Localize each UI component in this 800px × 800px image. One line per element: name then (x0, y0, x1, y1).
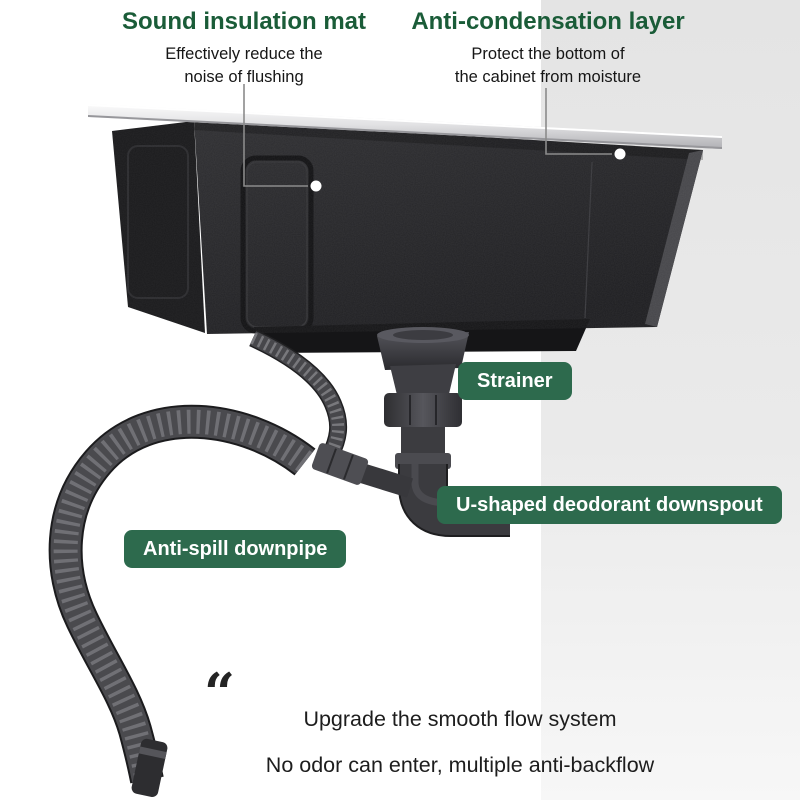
footer-slogan: Upgrade the smooth flow system No odor c… (120, 706, 800, 779)
callout-sound-insulation: Sound insulation mat Effectively reduce … (112, 8, 376, 89)
subtitle-line: Protect the bottom of (471, 44, 625, 63)
badge-anti-spill-downpipe: Anti-spill downpipe (124, 530, 347, 568)
callout-lines (243, 84, 626, 192)
callout-dot-left (310, 180, 322, 192)
callout-title-anti-condensation: Anti-condensation layer (411, 8, 685, 35)
badge-u-shaped-downspout: U-shaped deodorant downspout (437, 486, 782, 524)
large-corrugated-hose (48, 404, 316, 797)
callout-subtitle-sound-insulation: Effectively reduce the noise of flushing (112, 43, 376, 90)
sink-body (112, 120, 703, 353)
slogan-line-2: No odor can enter, multiple anti-backflo… (265, 752, 655, 777)
counter-rim (88, 104, 722, 149)
subtitle-line: the cabinet from moisture (454, 68, 642, 87)
callout-title-sound-insulation: Sound insulation mat (122, 8, 366, 35)
slogan-line-1: Upgrade the smooth flow system (303, 707, 617, 731)
hose-connector (311, 443, 413, 498)
quote-mark: “ (204, 661, 236, 725)
hose-nozzle (131, 738, 168, 797)
subtitle-line: noise of flushing (184, 68, 304, 87)
small-corrugated-hose (249, 329, 348, 461)
subtitle-line: Effectively reduce the (165, 44, 323, 63)
callout-dot-right (614, 148, 626, 160)
badge-strainer: Strainer (458, 362, 572, 400)
callout-subtitle-anti-condensation: Protect the bottom of the cabinet from m… (398, 43, 698, 90)
callout-anti-condensation: Anti-condensation layer Protect the bott… (398, 8, 698, 89)
